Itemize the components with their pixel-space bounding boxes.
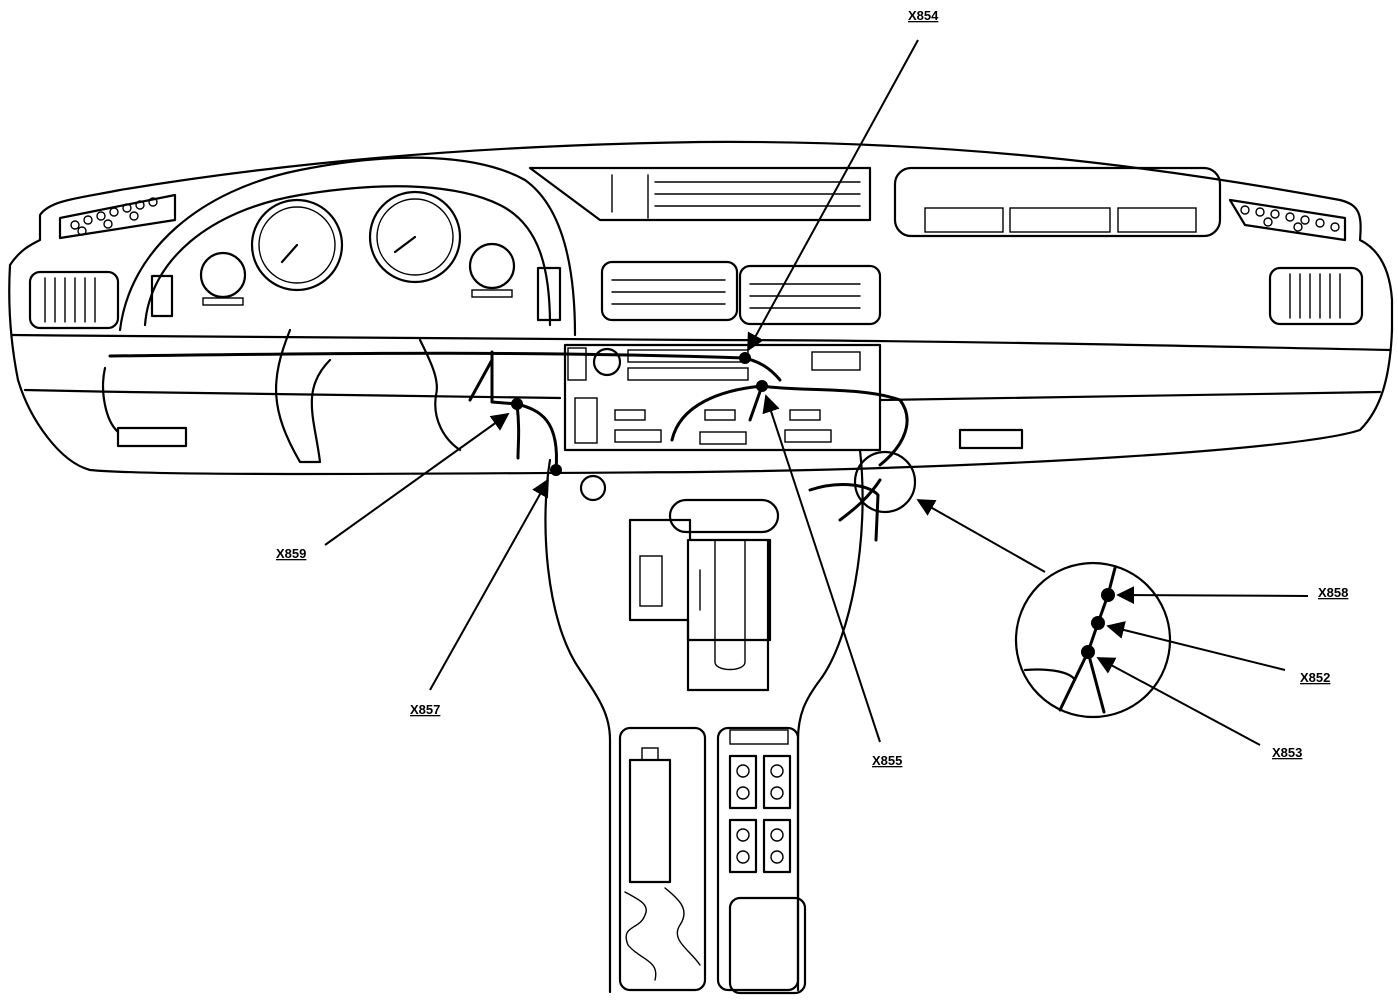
right-vent (1268, 266, 1364, 326)
label-x855: X855 (872, 753, 902, 768)
glovebox-strip (893, 166, 1222, 238)
lower-console (618, 726, 807, 995)
label-x858: X858 (1318, 585, 1348, 600)
dashboard-outline (8, 140, 1394, 476)
connector-x852-dot (1091, 616, 1105, 630)
callout-labels: X854 X859 X857 X855 X858 X852 X853 (276, 8, 1348, 768)
right-speaker-grille (1228, 198, 1347, 242)
connector-x858-dot (1101, 588, 1115, 602)
label-x854: X854 (908, 8, 939, 23)
instrument-cluster (118, 156, 577, 337)
connector-dots (511, 352, 768, 476)
knee-panels (102, 328, 1024, 464)
center-vents (600, 260, 882, 326)
center-console (544, 448, 864, 994)
label-x857: X857 (410, 702, 440, 717)
leader-lines (324, 39, 1309, 746)
label-x853: X853 (1272, 745, 1302, 760)
connector-x857-dot (550, 464, 562, 476)
label-x852: X852 (1300, 670, 1330, 685)
left-vent (28, 270, 120, 330)
connector-x854-dot (739, 352, 751, 364)
wiring-harness (108, 350, 909, 542)
detail-magnified-view (1014, 561, 1172, 719)
center-top-vent (528, 166, 872, 222)
connector-x855-dot (756, 380, 768, 392)
connector-x853-dot (1081, 645, 1095, 659)
radio-climate-panel (563, 343, 882, 452)
left-speaker-grille (58, 193, 177, 240)
connector-x859-dot (511, 398, 523, 410)
detail-highlight-circle (853, 450, 917, 514)
label-x859: X859 (276, 546, 306, 561)
